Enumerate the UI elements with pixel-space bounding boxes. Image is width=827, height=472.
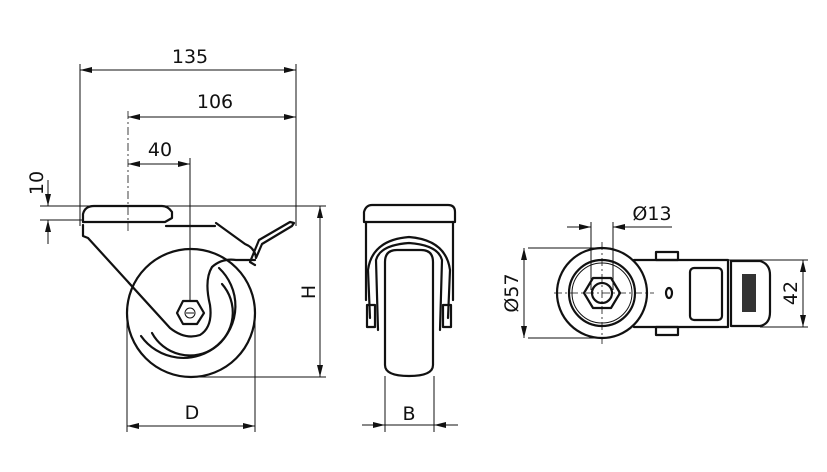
dim-10: 10 <box>26 171 51 244</box>
top-plate <box>81 204 174 224</box>
top-plate-front <box>362 203 457 224</box>
dim-13: Ø13 <box>567 203 672 230</box>
dim-42-label: 42 <box>780 281 802 305</box>
dim-B-label: B <box>402 403 415 425</box>
dim-42: 42 <box>780 260 806 327</box>
side-view: 135 106 40 10 H D <box>26 46 326 432</box>
dim-B: B <box>362 403 458 428</box>
dim-135-label: 135 <box>172 46 208 68</box>
fork-front <box>364 220 455 302</box>
brake-pad <box>688 266 724 322</box>
dim-D-label: D <box>185 402 200 424</box>
hex-nut <box>175 299 206 326</box>
dim-40: 40 <box>128 139 190 167</box>
dim-106: 106 <box>128 91 296 120</box>
dim-57: Ø57 <box>501 248 527 338</box>
brake-lever <box>214 220 296 267</box>
wheel-outer <box>125 247 257 379</box>
dim-D: D <box>127 402 255 429</box>
dim-106-label: 106 <box>197 91 233 113</box>
top-view: Ø13 Ø57 42 <box>501 203 808 344</box>
front-view: B <box>362 203 458 432</box>
body-top <box>632 258 730 329</box>
dim-H: H <box>298 206 323 377</box>
fork <box>81 223 257 338</box>
dim-13-label: Ø13 <box>632 203 671 225</box>
dim-H-label: H <box>298 285 320 299</box>
brake-pedal <box>729 259 772 328</box>
wheel-front <box>383 248 435 378</box>
dim-135: 135 <box>80 46 296 73</box>
dim-10-label: 10 <box>26 171 48 195</box>
dim-57-label: Ø57 <box>501 273 523 312</box>
dim-40-label: 40 <box>148 139 172 161</box>
